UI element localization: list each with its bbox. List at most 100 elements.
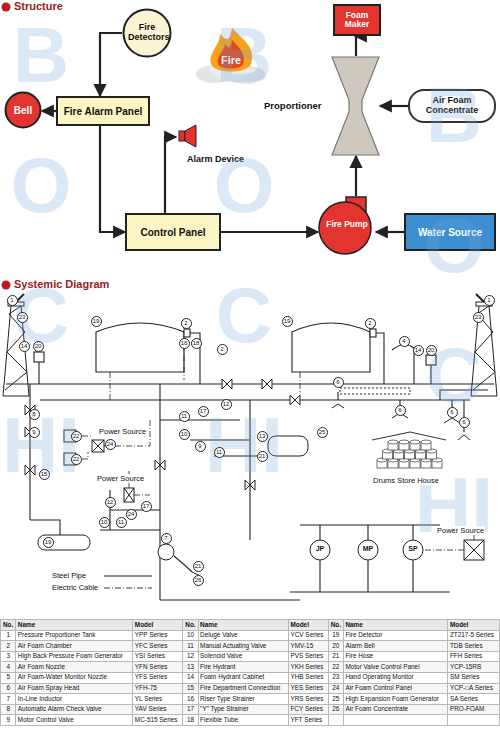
line-art [124, 488, 134, 502]
line-art [92, 440, 104, 452]
store-roof [372, 432, 446, 440]
table-cell: YHB Series [288, 672, 328, 683]
table-cell: In-Line Inductor [16, 694, 133, 705]
shape-part [399, 440, 409, 444]
table-cell: Manual Actuating Valve [198, 641, 288, 652]
foam-maker-box: Foam Maker [333, 4, 381, 36]
table-cell: High Back Pressure Foam Generator [16, 651, 133, 662]
table-cell: YCP-□A Series [448, 683, 500, 694]
store-label: Drums Store House [372, 476, 440, 485]
node-text: Proportioner [264, 101, 322, 111]
callout-number: 10 [179, 429, 190, 440]
callout-number: 17 [141, 501, 152, 512]
table-row: 4Air Foam NozzleYFN Series13Fire Hydrant… [1, 662, 500, 673]
table-row: 8Automatic Alarm Check ValveYAV Series17… [1, 704, 500, 715]
callout-number: 11 [179, 411, 190, 422]
table-cell: TDB Series [448, 641, 500, 652]
table-cell: Model [288, 620, 328, 631]
table-cell: 11 [183, 641, 198, 652]
flow-arrow [100, 33, 122, 96]
legend-text: Electric Cable [52, 583, 98, 592]
callout-number: 19 [43, 537, 54, 548]
table-cell: PRO-FOAM [448, 704, 500, 715]
table-cell: Air Foam Concentrate [343, 704, 447, 715]
table-cell: 21 [328, 651, 343, 662]
table-cell: "Y" Type Strainer [198, 704, 288, 715]
table-cell-empty [343, 715, 447, 726]
table-cell: YFC Series [133, 641, 183, 652]
callout-number: 2 [217, 344, 228, 355]
table-cell: Air Foam Nozzle [16, 662, 133, 673]
table-cell: 26 [328, 704, 343, 715]
table-cell: Name [16, 620, 133, 631]
table-cell: 4 [1, 662, 16, 673]
table-row: 2Air Foam ChamberYFC Series11Manual Actu… [1, 641, 500, 652]
node-text: Bell [14, 105, 32, 116]
table-cell: 12 [183, 651, 198, 662]
table-cell: YFN Series [133, 662, 183, 673]
table-cell: 20 [328, 641, 343, 652]
flow-arrow [100, 126, 125, 232]
table-cell: ZT217-5 Series [448, 630, 500, 641]
table-cell: PVS Series [288, 651, 328, 662]
table-cell: 1 [1, 630, 16, 641]
shape-part [410, 440, 420, 444]
table-cell: 19 [328, 630, 343, 641]
table-cell: No. [1, 620, 16, 631]
table-cell: Foam Hydrant Cabinet [198, 672, 288, 683]
table-cell: 9 [1, 715, 16, 726]
table-cell: 23 [328, 672, 343, 683]
power-source-label: Power Source [96, 474, 145, 483]
line-art [124, 488, 134, 502]
callout-number: 24 [105, 439, 116, 450]
line-art [96, 323, 184, 372]
power-source-label: Power Source [436, 526, 485, 535]
table-cell: YFT Series [288, 715, 328, 726]
line-art [370, 329, 376, 337]
callout-number: 2 [365, 318, 376, 329]
table-cell: Deluge Valve [198, 630, 288, 641]
table-cell: 6 [1, 683, 16, 694]
table-cell: YKH Series [288, 662, 328, 673]
pump-label: SP [405, 545, 421, 552]
line-art [38, 535, 90, 550]
table-cell: 2 [1, 641, 16, 652]
callout-number: 10 [99, 517, 110, 528]
control-panel-box: Control Panel [125, 213, 221, 251]
table-cell: YPP Series [133, 630, 183, 641]
table-cell: YL Series [133, 694, 183, 705]
heading-dot [2, 281, 11, 290]
table-cell: 3 [1, 651, 16, 662]
watermark: BOCHI [415, 50, 493, 570]
callout-number: 21 [257, 451, 268, 462]
callout-number: 12 [221, 399, 232, 410]
callout-number: 1 [484, 295, 495, 306]
flow-arrow [355, 156, 357, 196]
pump-label: JP [312, 545, 328, 552]
callout-number: 22 [71, 431, 82, 442]
line-art [92, 440, 104, 452]
flow-arrow [221, 231, 318, 233]
callout-number: 14 [19, 341, 30, 352]
shape-part [124, 10, 171, 57]
table-cell: 25 [328, 694, 343, 705]
node-text: Foam Maker [338, 11, 376, 30]
callout-number: 9 [29, 427, 40, 438]
callout-number: 18 [191, 338, 202, 349]
table-cell: YCP-15RB [448, 662, 500, 673]
node-text: Control Panel [140, 227, 205, 238]
table-cell: Fire Hose [343, 651, 447, 662]
callout-number: 7 [161, 533, 172, 544]
proportioner-shape: Proportioner [262, 56, 380, 156]
section-heading: Structure [14, 0, 63, 12]
table-row: 1Pressure Proportioner TankYPP Series10D… [1, 630, 500, 641]
table-cell: YES Series [288, 683, 328, 694]
table-cell: Air Foam Control Panel [343, 683, 447, 694]
table-cell: YMV-15 [288, 641, 328, 652]
watermark: BOCHI [205, 0, 283, 510]
table-cell: 5 [1, 672, 16, 683]
table-cell: 15 [183, 683, 198, 694]
table-row: 9Motor Control ValveMC-515 Series18Flexi… [1, 715, 500, 726]
table-cell: 10 [183, 630, 198, 641]
table-cell: YSI Series [133, 651, 183, 662]
